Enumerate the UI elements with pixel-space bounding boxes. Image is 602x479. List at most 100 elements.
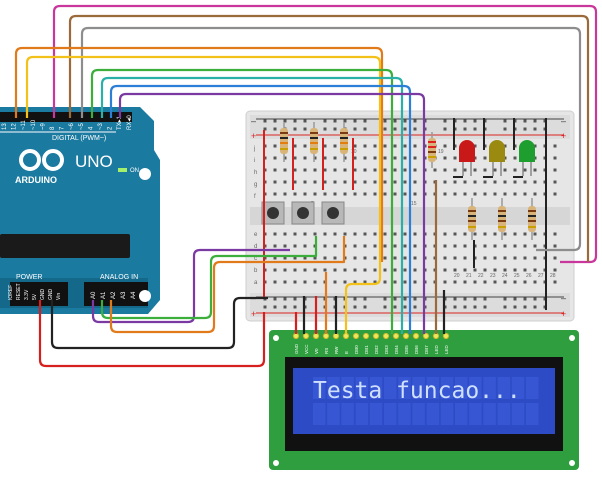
resistor[interactable] xyxy=(468,198,476,240)
lcd-cell xyxy=(497,403,511,425)
wire-orange-a2[interactable] xyxy=(109,236,346,334)
resistor[interactable] xyxy=(428,132,436,168)
col-label-24: 24 xyxy=(502,273,508,279)
lcd-cell xyxy=(327,377,340,399)
resistor[interactable] xyxy=(310,122,318,162)
lcd-cell xyxy=(426,403,440,425)
led-green[interactable] xyxy=(519,140,535,176)
lcd-pin-label: V0 xyxy=(314,348,319,354)
power-pin-label: RESET xyxy=(16,283,22,300)
power-pin-label: GND xyxy=(40,289,46,301)
lcd-pin[interactable] xyxy=(382,332,390,340)
lcd-pin[interactable] xyxy=(392,332,400,340)
digital-pin-label: TX▸1 xyxy=(117,115,123,130)
lcd-pin[interactable] xyxy=(332,332,340,340)
lcd-pin-label: RW xyxy=(334,346,339,354)
lcd-pin[interactable] xyxy=(292,332,300,340)
lcd-cell xyxy=(455,377,468,399)
lcd-cell xyxy=(355,377,369,399)
wire-orange[interactable] xyxy=(14,46,384,262)
svg-text:+: + xyxy=(561,131,566,141)
digital-pin-label: 2 xyxy=(108,126,114,130)
lcd-pin[interactable] xyxy=(402,332,410,340)
resistor[interactable] xyxy=(340,122,348,162)
resistor[interactable] xyxy=(280,122,288,162)
wire-black-gnd[interactable] xyxy=(50,296,268,350)
lcd-pin[interactable] xyxy=(372,332,380,340)
svg-text:–: – xyxy=(251,116,256,126)
wire-teal[interactable] xyxy=(100,76,404,334)
lcd-cell xyxy=(483,377,496,399)
lcd-character-cells xyxy=(313,377,539,425)
lcd-display-text: Testa funcao... xyxy=(313,378,521,404)
wire-brown[interactable] xyxy=(68,14,590,262)
push-button[interactable] xyxy=(261,201,285,225)
lcd-cell xyxy=(313,403,326,425)
row-label-c: c xyxy=(254,256,257,262)
lcd-pin-label: LED xyxy=(434,344,439,354)
wire-red-5v[interactable] xyxy=(38,300,266,368)
wire-yellow-lcd-e[interactable] xyxy=(344,270,382,334)
push-button[interactable] xyxy=(291,201,315,225)
digital-pin-label: 13 xyxy=(2,123,8,130)
lcd-pin[interactable] xyxy=(442,332,450,340)
row-label-h: h xyxy=(254,170,257,176)
power-header-label: POWER xyxy=(16,274,42,281)
col-label-25: 25 xyxy=(514,273,520,279)
lcd-pin[interactable] xyxy=(352,332,360,340)
col-label-26: 26 xyxy=(526,273,532,279)
power-pin-label: 3.3V xyxy=(24,289,30,300)
led-red[interactable] xyxy=(459,140,475,176)
wire-blue[interactable] xyxy=(109,84,412,334)
lcd-pin-label: DB1 xyxy=(364,345,369,354)
resistor[interactable] xyxy=(498,198,506,240)
col-label-15: 15 xyxy=(411,201,417,207)
analog-pin-label: A3 xyxy=(121,291,127,299)
resistor[interactable] xyxy=(528,198,536,240)
lcd-cell xyxy=(341,403,354,425)
arduino-logo xyxy=(19,149,64,171)
lcd-pin[interactable] xyxy=(302,332,310,340)
lcd-cell xyxy=(398,377,411,399)
wire-green[interactable] xyxy=(90,68,394,334)
lcd-pin-label: DB5 xyxy=(404,345,409,354)
row-label-j: j xyxy=(253,146,255,152)
col-label-20: 20 xyxy=(454,273,460,279)
resistors-top xyxy=(280,122,436,168)
lcd-pin[interactable] xyxy=(422,332,430,340)
analog-pin-label: A5 xyxy=(141,291,147,299)
wire-yellow[interactable] xyxy=(25,55,382,275)
lcd-pin[interactable] xyxy=(312,332,320,340)
lcd-pin-label: GND xyxy=(294,343,299,354)
lcd-pin[interactable] xyxy=(362,332,370,340)
lcd-cell xyxy=(455,403,468,425)
col-label-19: 19 xyxy=(438,149,444,155)
digital-pin-label: ~9 xyxy=(40,122,46,130)
wire-green-a1[interactable] xyxy=(100,236,318,320)
wire-gray[interactable] xyxy=(80,26,582,252)
arduino-brand-label: ARDUINO xyxy=(15,175,57,185)
lcd-pin-label: DB3 xyxy=(384,345,389,354)
wire-purple-a0[interactable] xyxy=(91,248,290,324)
lcd-pin-label: DB4 xyxy=(394,345,399,354)
lcd-pin-label: DB2 xyxy=(374,345,379,354)
push-button[interactable] xyxy=(321,201,345,225)
lcd-cell xyxy=(483,403,496,425)
lcd-pin[interactable] xyxy=(432,332,440,340)
lcd-pin[interactable] xyxy=(412,332,420,340)
leds xyxy=(459,140,535,176)
lcd-pin[interactable] xyxy=(342,332,350,340)
lcd-pin[interactable] xyxy=(322,332,330,340)
lcd-cell xyxy=(469,377,482,399)
power-pin-label: Vin xyxy=(56,293,62,300)
wire-magenta[interactable] xyxy=(52,4,598,264)
push-buttons xyxy=(261,201,345,225)
digital-pin-label: ~11 xyxy=(21,120,27,130)
wire-purple-top[interactable] xyxy=(118,92,426,334)
led-yellow[interactable] xyxy=(489,140,505,176)
arduino-uno-board[interactable]: ARDUINO UNO DIGITAL (PWM~) ON POWER ANAL… xyxy=(0,107,160,314)
